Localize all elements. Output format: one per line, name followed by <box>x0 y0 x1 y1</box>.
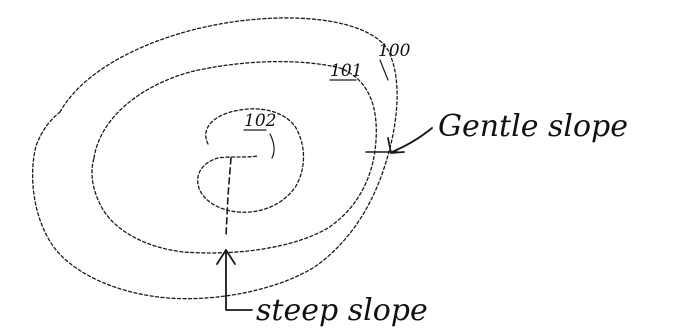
gentle-slope-label: Gentle slope <box>438 109 628 144</box>
contour-label-outer: 100 <box>378 41 411 61</box>
steep-slope-cross-line <box>225 157 232 237</box>
contour-line-middle <box>91 60 377 254</box>
steep-slope-arrow-icon <box>225 249 253 311</box>
steep-slope-label: steep slope <box>256 293 428 328</box>
gentle-slope-arrowhead-icon <box>387 137 405 154</box>
contour-line-outer <box>31 17 398 300</box>
gentle-slope-arrow-icon <box>391 127 433 153</box>
steep-slope-arrowhead-icon <box>216 249 236 265</box>
contour-label-middle: 101 <box>330 61 362 81</box>
contour-line-inner <box>197 108 305 213</box>
contour-label-inner-leader <box>269 133 275 159</box>
contour-label-outer-leader <box>379 59 389 81</box>
contour-label-inner: 102 <box>244 111 276 131</box>
